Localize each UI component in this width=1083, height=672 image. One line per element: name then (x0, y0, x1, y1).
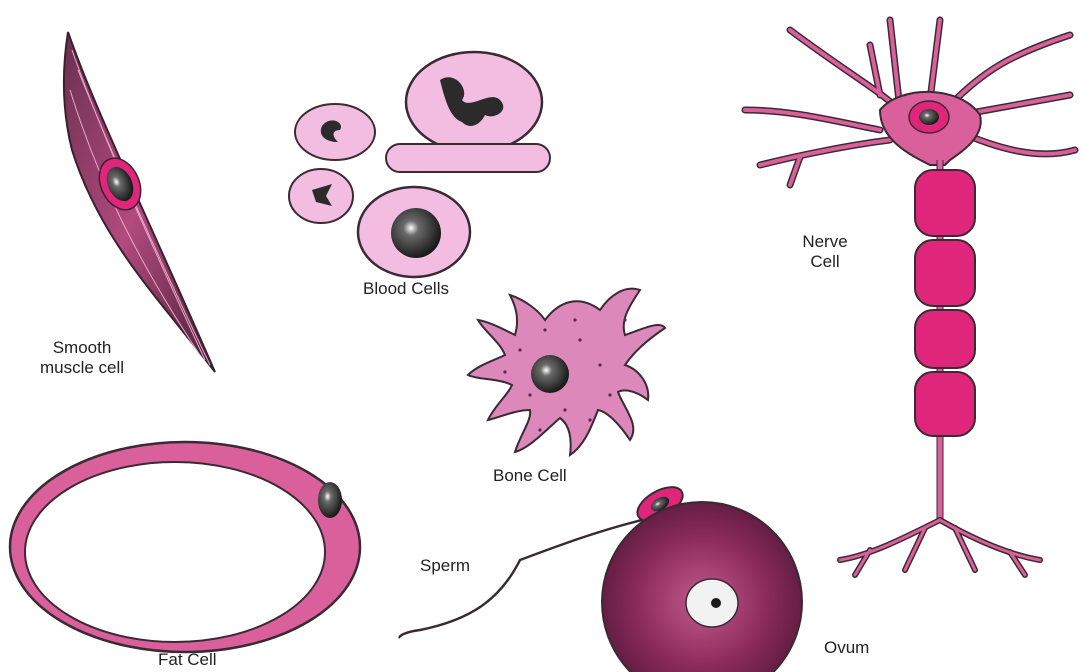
label-smooth-muscle: Smooth muscle cell (12, 338, 152, 378)
lymphocyte-small-2 (289, 169, 353, 223)
blood-cells-group (289, 52, 550, 277)
bone-cell (468, 289, 665, 455)
smooth-muscle-cell (64, 32, 215, 372)
label-bone-cell: Bone Cell (493, 466, 567, 486)
label-nerve-line1: Nerve (790, 232, 860, 252)
label-nerve-line2: Cell (790, 252, 860, 272)
ovum-nucleus (686, 579, 738, 627)
label-blood-cells: Blood Cells (363, 279, 449, 299)
label-nerve-cell: Nerve Cell (790, 232, 860, 272)
fat-cell (10, 442, 360, 652)
monocyte-cell (358, 187, 470, 277)
axon-terminals (840, 520, 1040, 575)
label-ovum: Ovum (824, 638, 869, 658)
red-blood-cell-side (386, 144, 550, 172)
ovum-cell (602, 502, 802, 672)
myelin-sheath-segments (915, 170, 975, 436)
bone-cell-nucleus (531, 355, 569, 393)
nerve-cell-nucleus (909, 101, 949, 133)
label-smooth-muscle-line2: muscle cell (12, 358, 152, 378)
nerve-cell (745, 20, 1075, 575)
label-smooth-muscle-line1: Smooth (12, 338, 152, 358)
fat-cell-nucleus (318, 482, 342, 518)
label-fat-cell: Fat Cell (158, 650, 217, 670)
lymphocyte-small-1 (295, 104, 375, 160)
label-sperm: Sperm (420, 556, 470, 576)
neutrophil-cell (406, 52, 542, 152)
